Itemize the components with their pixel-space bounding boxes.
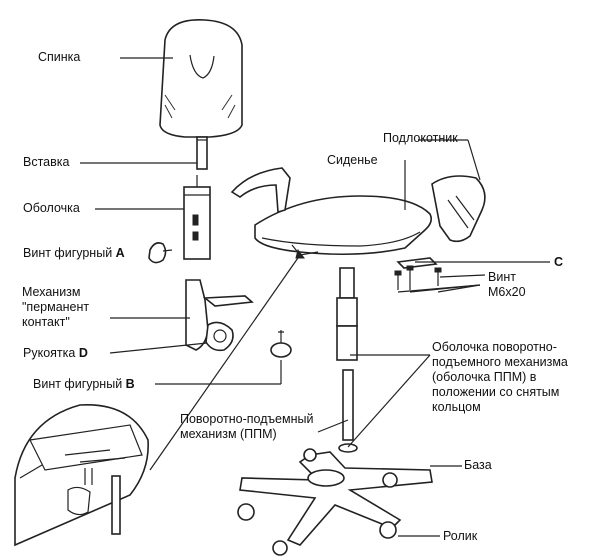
- shell-part: [183, 175, 211, 260]
- label-rukoyatka-letter: D: [78, 346, 88, 360]
- label-rukoyatka: Рукоятка D: [23, 346, 88, 361]
- label-c: C: [554, 255, 564, 269]
- screws-m6x20: [394, 265, 442, 290]
- screw-b: [270, 330, 292, 358]
- label-vint-figurny-a-letter: A: [115, 246, 125, 260]
- label-ppm: Поворотно-подъемный механизм (ППМ): [180, 412, 314, 441]
- label-obolochka: Оболочка: [23, 201, 80, 215]
- detail-inset: [14, 404, 149, 547]
- label-vint-figurny-b-text: Винт фигурный: [33, 377, 123, 391]
- label-sidenye: Сиденье: [327, 153, 378, 167]
- label-vint-figurny-a: Винт фигурный A: [23, 246, 125, 261]
- five-star-base: [239, 451, 433, 546]
- label-vint-figurny-b-letter: B: [125, 377, 135, 391]
- leader-lines: [80, 57, 550, 537]
- label-rolik: Ролик: [443, 529, 478, 543]
- insert-rod: [196, 136, 208, 170]
- label-vstavka: Вставка: [23, 155, 70, 169]
- armrest-left: [230, 167, 291, 214]
- casters: [237, 448, 398, 556]
- label-obolochka-ppm: Оболочка поворотно- подъемного механизма…: [432, 340, 568, 414]
- armrest-right: [431, 175, 486, 243]
- gas-lift: [336, 267, 358, 453]
- label-vint-m6x20: Винт М6х20: [488, 270, 526, 299]
- permanent-contact-mechanism: [185, 279, 254, 352]
- label-rukoyatka-text: Рукоятка: [23, 346, 76, 360]
- screw-a: [148, 242, 173, 264]
- plate-c: [396, 257, 438, 269]
- backrest: [159, 19, 243, 138]
- label-vint-figurny-b: Винт фигурный B: [33, 377, 135, 392]
- label-podlokotnik: Подлокотник: [383, 131, 458, 145]
- label-vint-figurny-a-text: Винт фигурный: [23, 246, 113, 260]
- label-baza: База: [464, 458, 492, 472]
- label-mekhanizm: Механизм "перманент контакт": [22, 285, 90, 329]
- label-spinka: Спинка: [38, 50, 81, 64]
